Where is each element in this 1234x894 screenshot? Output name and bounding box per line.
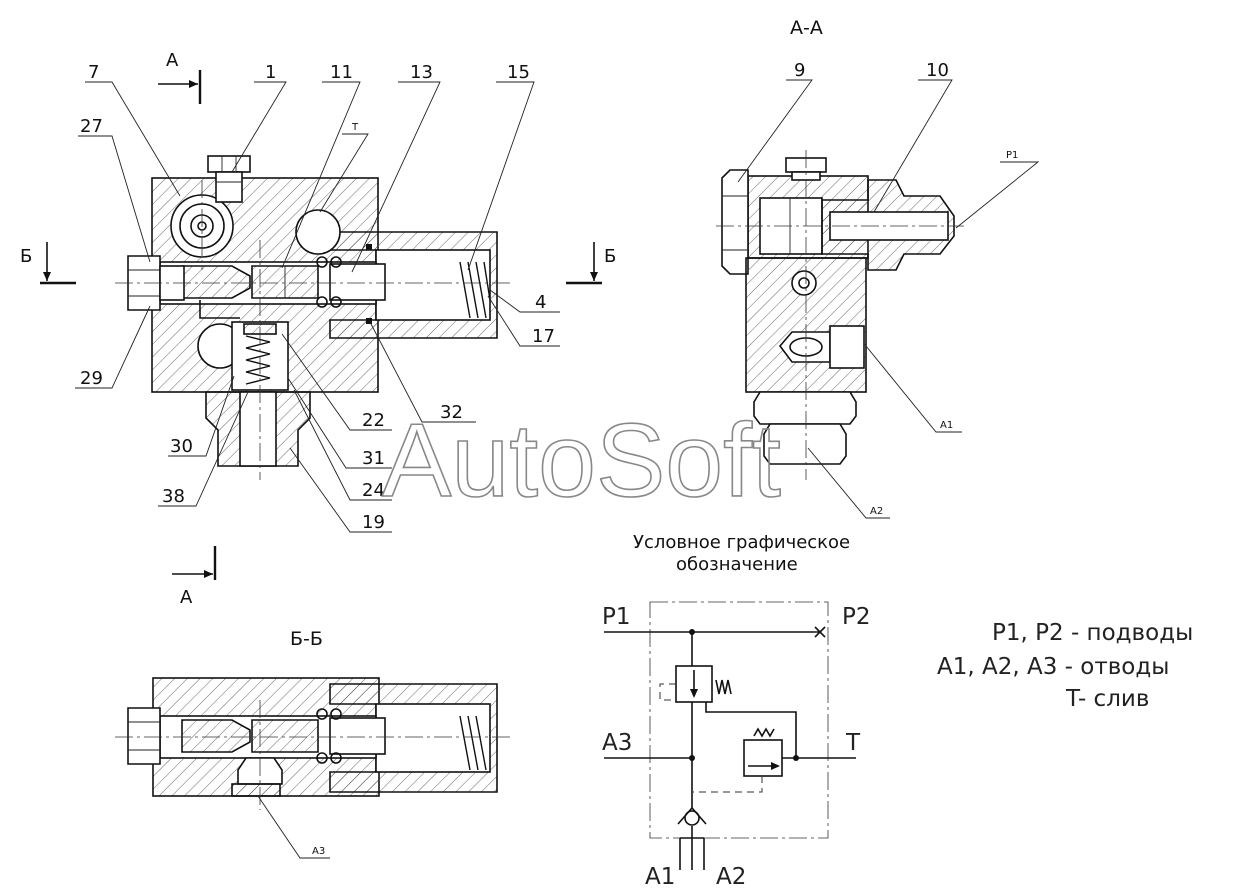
callout-29: 29: [80, 368, 103, 389]
main-callouts: 7 27 1 11 13 15 T 4 17 29 32 22 30 31 24…: [75, 62, 560, 533]
port-a2: A2: [716, 864, 746, 890]
callout-10: 10: [926, 60, 949, 81]
spring-15: [459, 261, 491, 319]
symbol-enclosure: [649, 601, 829, 839]
valve-seat: [181, 265, 251, 299]
bottom-fitting-a2: [763, 423, 847, 465]
relief-valve-box: [743, 739, 783, 777]
section-arrow-b-right: Б: [604, 246, 616, 267]
main-section-view: [115, 155, 510, 480]
hydraulic-symbol: Условное графическое обозначение P1 P2 A…: [602, 532, 871, 890]
symbol-caption-line2: обозначение: [676, 554, 798, 575]
section-bb-title: Б-Б: [290, 628, 323, 650]
cap-bore: [375, 249, 491, 321]
callout-22: 22: [362, 410, 385, 431]
channel-T: [295, 209, 341, 255]
spring-22: [245, 335, 271, 385]
callout-P1: P1: [1006, 150, 1018, 161]
legend-line3: T- слив: [1065, 686, 1149, 712]
callout-24: 24: [362, 480, 385, 501]
port-a1: A1: [645, 864, 675, 890]
callout-4: 4: [535, 292, 546, 313]
ports-legend: P1, P2 - подводы A1, A2, A3 - отводы T- …: [937, 620, 1193, 712]
callout-9: 9: [794, 60, 805, 81]
callout-T: T: [351, 122, 359, 133]
section-bb-view: Б-Б A3: [115, 628, 510, 859]
callout-7: 7: [88, 62, 99, 83]
callout-31: 31: [362, 448, 385, 469]
section-aa-view: А-А 9 10 P1 A1: [716, 17, 1040, 519]
bolt-1: [207, 155, 251, 203]
callout-30: 30: [170, 436, 193, 457]
section-markers: А А Б Б: [20, 50, 616, 608]
callout-27: 27: [80, 116, 103, 137]
callout-A2: A2: [870, 506, 883, 517]
spring-w: [715, 679, 732, 695]
port-t: T: [845, 730, 861, 756]
callout-15: 15: [507, 62, 530, 83]
callout-17: 17: [532, 326, 555, 347]
port-p1: P1: [602, 604, 631, 630]
plunger-13: [329, 263, 386, 301]
bolt-head-9: [721, 169, 749, 275]
symbol-caption-line1: Условное графическое: [633, 532, 850, 553]
section-aa-title: А-А: [790, 17, 823, 39]
section-arrow-b-left: Б: [20, 246, 32, 267]
port-a3: A3: [602, 730, 632, 756]
section-arrow-a-top: А: [166, 50, 179, 71]
callout-A1: A1: [940, 420, 953, 431]
watermark: AutoSoft: [382, 403, 781, 519]
callout-11: 11: [330, 62, 353, 83]
callout-1: 1: [265, 62, 276, 83]
callout-A3: A3: [312, 846, 325, 857]
legend-line2: A1, A2, A3 - отводы: [937, 654, 1169, 680]
callout-32: 32: [440, 402, 463, 423]
callout-13: 13: [410, 62, 433, 83]
port-p2: P2: [842, 604, 871, 630]
legend-line1: P1, P2 - подводы: [992, 620, 1193, 646]
section-arrow-a-bottom: А: [180, 587, 193, 608]
callout-19: 19: [362, 512, 385, 533]
callout-38: 38: [162, 486, 185, 507]
seal-rings: [316, 244, 372, 324]
bottom-fitting-a1: [753, 391, 857, 425]
check-valve: [677, 806, 707, 825]
